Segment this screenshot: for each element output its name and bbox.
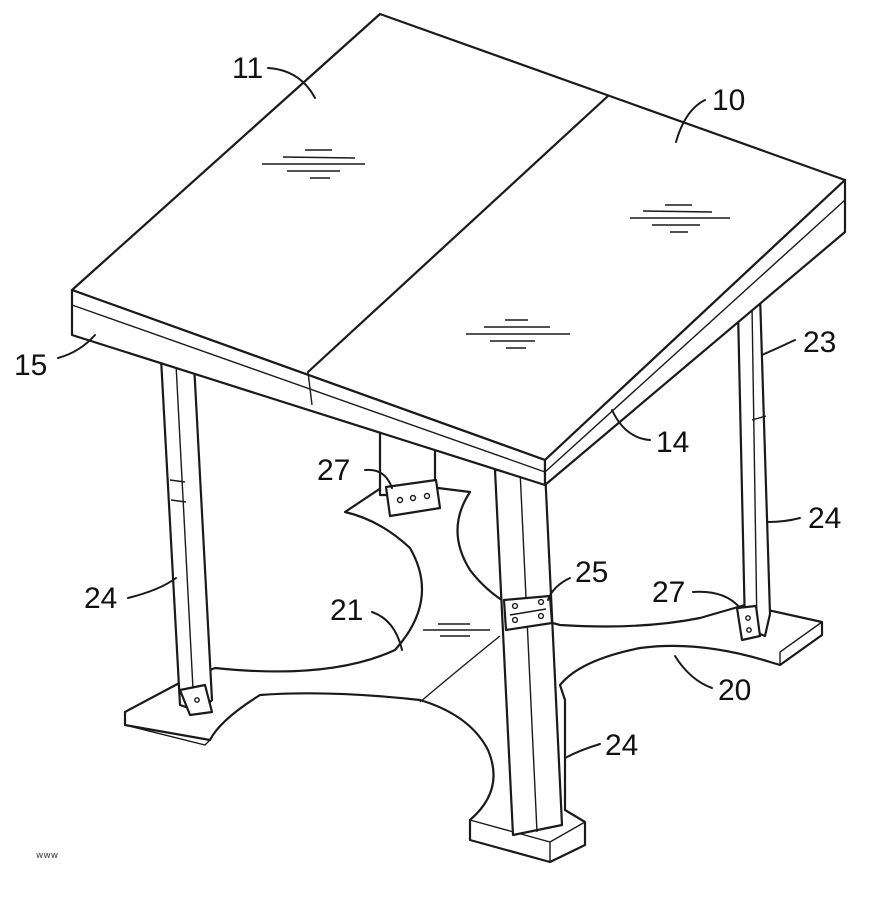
surface-hatch-plate xyxy=(423,623,490,637)
label-25: 25 xyxy=(575,556,608,589)
label-11: 11 xyxy=(232,52,263,85)
base-plate-outline xyxy=(123,480,824,864)
label-14: 14 xyxy=(656,426,689,459)
label-20: 20 xyxy=(718,674,751,707)
leader-lines xyxy=(57,67,801,759)
right-leg xyxy=(735,293,772,642)
base-plate xyxy=(123,480,824,864)
label-24-front: 24 xyxy=(605,729,638,762)
label-24-left: 24 xyxy=(84,582,117,615)
leaf-seam xyxy=(306,94,610,374)
surface-hatch-right xyxy=(630,204,730,233)
label-24-right: 24 xyxy=(808,502,841,535)
base-plate-edge-front xyxy=(469,819,586,862)
label-23: 23 xyxy=(803,326,836,359)
label-27-right: 27 xyxy=(652,576,685,609)
base-plate-edge-right xyxy=(779,621,823,665)
table-top xyxy=(70,12,847,487)
label-15: 15 xyxy=(14,349,47,382)
right-apron xyxy=(543,178,847,487)
left-leg xyxy=(158,338,214,717)
bracket-back xyxy=(384,478,442,518)
leg-strap xyxy=(502,594,554,632)
base-plate-edge xyxy=(124,712,211,746)
corner-mark: www xyxy=(36,851,58,861)
label-27-back: 27 xyxy=(317,454,350,487)
label-10: 10 xyxy=(712,84,745,117)
base-plate-seam xyxy=(419,635,501,703)
surface-hatch-left xyxy=(262,149,365,179)
bracket-right xyxy=(735,604,762,642)
surface-hatch-center xyxy=(466,319,570,349)
reference-numerals: 11 10 15 14 23 24 24 24 27 27 25 21 20 xyxy=(14,52,841,762)
label-21: 21 xyxy=(330,594,363,627)
